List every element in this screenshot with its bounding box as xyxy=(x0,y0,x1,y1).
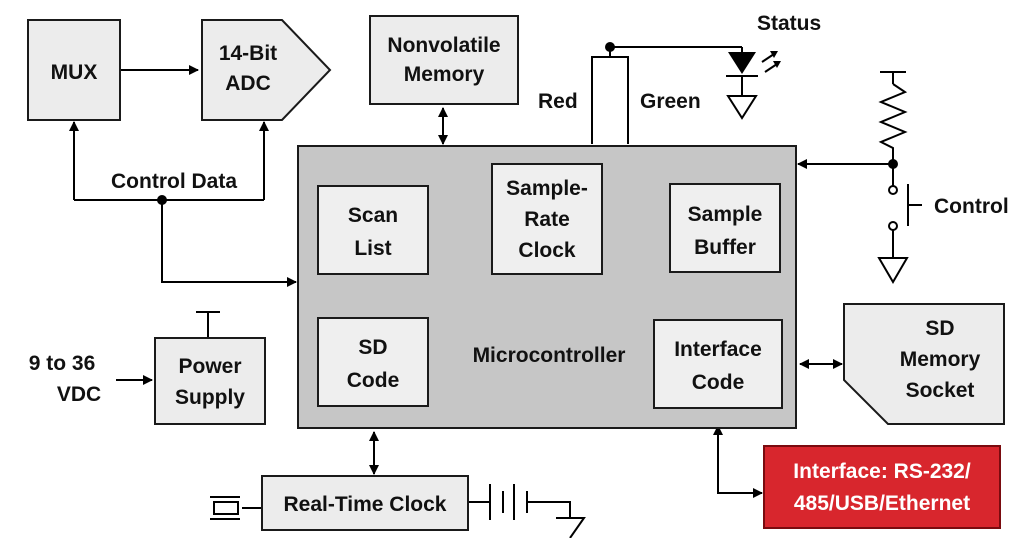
supply-input-line-1: 9 to 36 xyxy=(29,352,96,375)
control-data-label: Control Data xyxy=(111,170,237,193)
real-time-clock-label: Real-Time Clock xyxy=(283,493,446,516)
interface-code-line-1: Interface xyxy=(674,338,762,361)
mux-block: MUX xyxy=(27,19,121,121)
led-anode-wire xyxy=(609,46,742,57)
control-node xyxy=(888,159,898,169)
adc-label-line-1: 14-Bit xyxy=(219,42,277,65)
switch-contact-top xyxy=(888,185,898,195)
control-label: Control xyxy=(934,195,1009,218)
switch-contact-bottom xyxy=(888,221,898,231)
sd-code-line-2: Code xyxy=(347,369,400,392)
power-supply-line-2: Supply xyxy=(175,386,245,409)
green-label: Green xyxy=(640,90,701,113)
microcontroller-label: Microcontroller xyxy=(473,344,626,367)
led-ray-1 xyxy=(761,53,775,63)
control-to-mcu-wire xyxy=(161,200,297,287)
power-supply-line-1: Power xyxy=(178,355,241,378)
status-led xyxy=(726,47,781,120)
power-supply-block: Power Supply xyxy=(154,337,266,425)
interface-box-line-1: Interface: RS-232/ xyxy=(793,460,971,483)
mcu-interface-wire xyxy=(713,425,763,498)
led-node xyxy=(605,42,615,52)
supply-input-line-2: VDC xyxy=(57,383,101,406)
crystal-body xyxy=(213,501,239,515)
led-lines xyxy=(591,56,629,144)
led-diode-icon xyxy=(728,52,756,74)
real-time-clock-block: Real-Time Clock xyxy=(261,475,469,531)
sd-code-line-1: SD xyxy=(358,336,387,359)
scan-list-block: Scan List xyxy=(317,185,429,275)
sample-buffer-block: Sample Buffer xyxy=(669,183,781,273)
sample-buffer-line-1: Sample xyxy=(688,203,763,226)
nonvolatile-label-line-1: Nonvolatile xyxy=(387,34,500,57)
adc-block: 14-Bit ADC xyxy=(201,19,332,121)
sd-memory-socket-block: SD Memory Socket xyxy=(843,303,1005,425)
ground-symbol-led xyxy=(726,95,758,120)
clock-line-1: Sample- xyxy=(506,177,588,200)
control-data-node xyxy=(157,195,167,205)
red-label: Red xyxy=(538,90,578,113)
ground-symbol-control xyxy=(877,257,909,284)
sd-code-block: SD Code xyxy=(317,317,429,407)
clock-line-3: Clock xyxy=(518,239,576,262)
led-ray-2 xyxy=(764,63,778,73)
sd-socket-line-1: SD xyxy=(925,317,954,340)
scan-list-line-2: List xyxy=(354,237,391,260)
interface-box-line-2: 485/USB/Ethernet xyxy=(794,492,970,515)
interface-code-line-2: Code xyxy=(692,371,745,394)
sd-socket-line-3: Socket xyxy=(906,379,975,402)
nonvolatile-label-line-2: Memory xyxy=(404,63,485,86)
interface-box: Interface: RS-232/ 485/USB/Ethernet xyxy=(763,445,1001,529)
interface-code-block: Interface Code xyxy=(653,319,783,409)
nonvolatile-memory-block: Nonvolatile Memory xyxy=(369,15,519,105)
ground-symbol-battery xyxy=(556,517,586,538)
battery-to-ground xyxy=(527,501,571,518)
pullup-resistor xyxy=(878,83,908,186)
sample-rate-clock-block: Sample- Rate Clock xyxy=(491,163,603,275)
sample-buffer-line-2: Buffer xyxy=(694,236,756,259)
adc-label-line-2: ADC xyxy=(225,72,271,95)
mux-label: MUX xyxy=(51,61,98,84)
sd-socket-line-2: Memory xyxy=(900,348,981,371)
scan-list-line-1: Scan xyxy=(348,204,398,227)
clock-line-2: Rate xyxy=(524,208,570,231)
status-label: Status xyxy=(757,12,821,35)
